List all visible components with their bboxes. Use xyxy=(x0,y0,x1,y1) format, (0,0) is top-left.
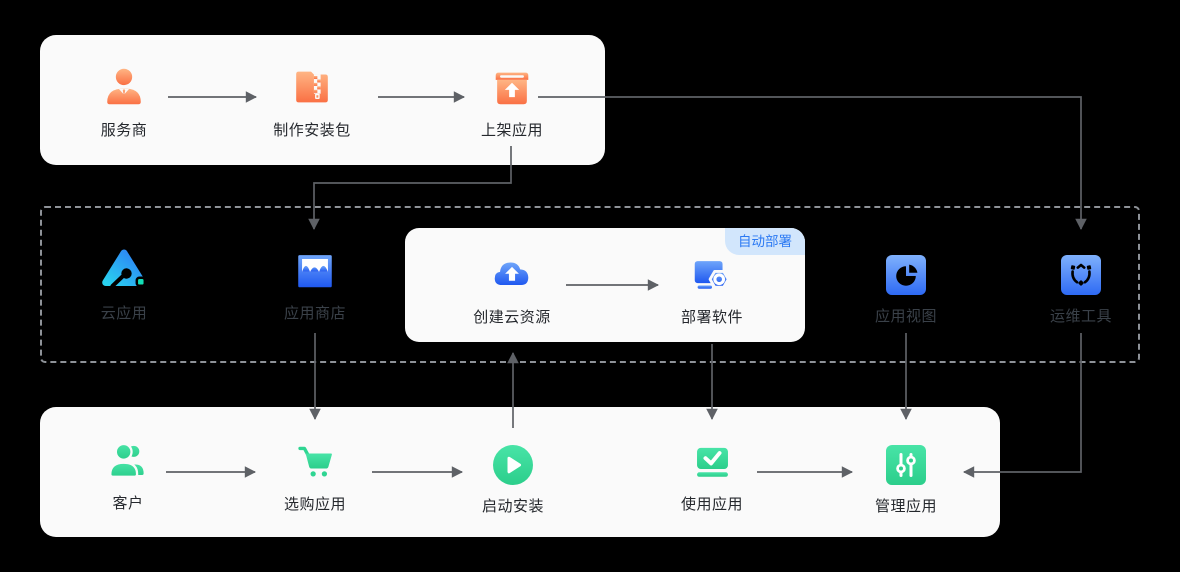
cart-icon xyxy=(293,434,338,484)
publish-box-icon xyxy=(489,60,535,110)
auto-deploy-badge: 自动部署 xyxy=(725,228,805,255)
customers-icon xyxy=(105,433,151,483)
node-select-app: 选购应用 xyxy=(255,434,375,514)
node-cloud-app: 云应用 xyxy=(64,243,184,323)
node-label: 上架应用 xyxy=(480,122,543,139)
cloud-app-logo xyxy=(100,243,148,293)
manage-sliders-icon xyxy=(885,436,927,486)
node-label: 应用视图 xyxy=(874,308,937,325)
node-label: 客户 xyxy=(112,495,144,512)
node-label: 制作安装包 xyxy=(273,122,351,139)
node-label: 使用应用 xyxy=(680,496,743,513)
node-label: 选购应用 xyxy=(283,496,346,513)
node-service-provider: 服务商 xyxy=(64,60,184,140)
store-icon xyxy=(292,243,338,293)
node-ops-tool: 运维工具 xyxy=(1021,246,1141,326)
pie-chart-icon xyxy=(885,246,927,296)
node-create-cloud-resource: 创建云资源 xyxy=(452,247,572,327)
deploy-software-icon xyxy=(689,247,735,297)
node-publish-app: 上架应用 xyxy=(452,60,572,140)
node-label: 应用商店 xyxy=(283,305,346,322)
zip-package-icon xyxy=(289,60,335,110)
ops-tool-icon xyxy=(1060,246,1102,296)
node-build-package: 制作安装包 xyxy=(252,60,372,140)
provider-person-icon xyxy=(101,60,147,110)
node-label: 云应用 xyxy=(100,305,148,322)
use-app-icon xyxy=(690,434,735,484)
node-label: 管理应用 xyxy=(874,498,937,515)
node-start-install: 启动安装 xyxy=(453,436,573,516)
node-label: 部署软件 xyxy=(680,309,743,326)
node-label: 创建云资源 xyxy=(473,309,551,326)
node-use-app: 使用应用 xyxy=(652,434,772,514)
node-label: 启动安装 xyxy=(481,498,544,515)
node-label: 运维工具 xyxy=(1049,308,1112,325)
node-app-store: 应用商店 xyxy=(255,243,375,323)
cloud-upload-icon xyxy=(489,247,535,297)
node-label: 服务商 xyxy=(100,122,148,139)
node-customer: 客户 xyxy=(68,433,188,513)
node-app-view: 应用视图 xyxy=(846,246,966,326)
node-deploy-software: 部署软件 xyxy=(652,247,772,327)
play-icon xyxy=(492,436,534,486)
node-manage-app: 管理应用 xyxy=(846,436,966,516)
